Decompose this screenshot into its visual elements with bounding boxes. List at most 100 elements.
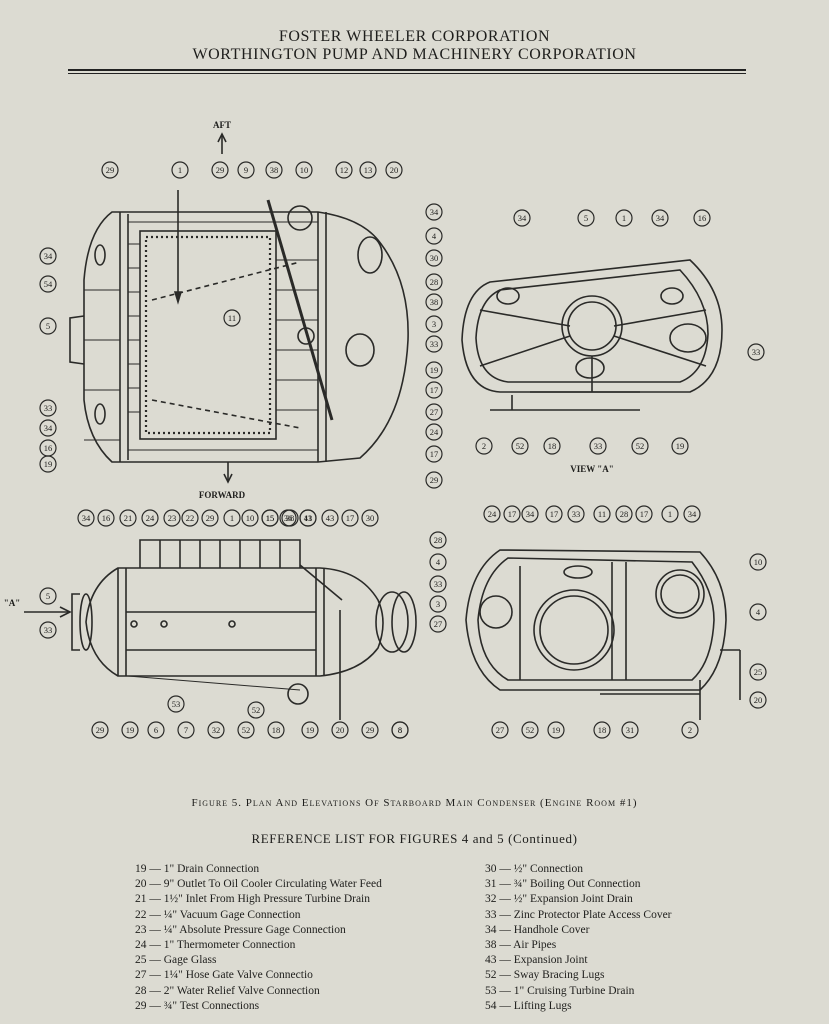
callout-circle bbox=[491, 721, 509, 739]
callout-number: 34 bbox=[430, 207, 439, 217]
callout-number: 17 bbox=[550, 509, 559, 519]
callout-circle bbox=[163, 509, 181, 527]
callout-circle bbox=[543, 437, 561, 455]
callout-number: 10 bbox=[246, 513, 255, 523]
callout-circle bbox=[101, 161, 119, 179]
callout-number: 22 bbox=[186, 513, 195, 523]
callout-number: 38 bbox=[270, 165, 279, 175]
reference-item: 43 — Expansion Joint bbox=[485, 954, 588, 967]
callout-circle bbox=[425, 293, 443, 311]
callout-number: 17 bbox=[430, 385, 439, 395]
reference-list-title: REFERENCE LIST FOR FIGURES 4 and 5 (Cont… bbox=[251, 831, 578, 846]
callout-circle bbox=[335, 161, 353, 179]
callout-circle bbox=[321, 509, 339, 527]
callout-number: 29 bbox=[216, 165, 225, 175]
callout-number: 28 bbox=[434, 535, 443, 545]
callout-circle bbox=[429, 575, 447, 593]
callout-number: 34 bbox=[526, 509, 535, 519]
callout-number: 18 bbox=[548, 441, 557, 451]
plan-ribs bbox=[84, 221, 318, 451]
view-a bbox=[461, 259, 723, 411]
callout-number: 33 bbox=[752, 347, 761, 357]
callout-circle bbox=[593, 721, 611, 739]
reference-item: 22 — ¼" Vacuum Gage Connection bbox=[135, 908, 301, 921]
callout-number: 4 bbox=[432, 231, 437, 241]
callout-number: 33 bbox=[434, 579, 443, 589]
callout-number: 3 bbox=[436, 599, 440, 609]
callout-circle bbox=[77, 509, 95, 527]
callout-circle bbox=[545, 505, 563, 523]
callout-number: 1 bbox=[230, 513, 234, 523]
callout-number: 5 bbox=[584, 213, 588, 223]
callout-circle bbox=[425, 445, 443, 463]
callout-number: 3 bbox=[432, 319, 436, 329]
callout-circle bbox=[237, 721, 255, 739]
callout-number: 9 bbox=[244, 165, 248, 175]
callout-number: 34 bbox=[656, 213, 665, 223]
callout-number: 11 bbox=[598, 509, 606, 519]
callout-number: 29 bbox=[430, 475, 439, 485]
callout-number: 19 bbox=[44, 459, 53, 469]
callout-number: 25 bbox=[754, 667, 763, 677]
aft-label: AFT bbox=[213, 120, 231, 130]
callout-circle bbox=[201, 509, 219, 527]
reference-item: 29 — ¾" Test Connections bbox=[135, 999, 260, 1012]
reference-item: 31 — ¾" Boiling Out Connection bbox=[485, 878, 641, 891]
callout-circle bbox=[671, 437, 689, 455]
callout-circle bbox=[39, 455, 57, 473]
callout-circle bbox=[425, 361, 443, 379]
callout-circle bbox=[693, 209, 711, 227]
callout-number: 5 bbox=[46, 591, 50, 601]
callout-circle bbox=[39, 621, 57, 639]
callout-number: 7 bbox=[184, 725, 188, 735]
callout-circle bbox=[621, 721, 639, 739]
callout-number: 34 bbox=[688, 509, 697, 519]
callout-circle bbox=[425, 335, 443, 353]
callout-circle bbox=[299, 509, 317, 527]
reference-item: 54 — Lifting Lugs bbox=[485, 999, 572, 1012]
callout-number: 11 bbox=[304, 513, 312, 523]
callout-circle bbox=[577, 209, 595, 227]
callout-number: 17 bbox=[640, 509, 649, 519]
callout-number: 29 bbox=[366, 725, 375, 735]
callout-circle bbox=[749, 663, 767, 681]
callout-circle bbox=[651, 209, 669, 227]
callout-circle bbox=[425, 403, 443, 421]
callout-circle bbox=[119, 509, 137, 527]
callout-number: 1 bbox=[622, 213, 626, 223]
callout-circle bbox=[513, 209, 531, 227]
callout-number: 34 bbox=[44, 251, 53, 261]
callout-circle bbox=[267, 721, 285, 739]
view-a-label: VIEW "A" bbox=[570, 464, 614, 474]
callout-circle bbox=[429, 595, 447, 613]
callout-circle bbox=[749, 603, 767, 621]
callout-number: 36 bbox=[284, 513, 293, 523]
callout-circle bbox=[429, 531, 447, 549]
end-elevation bbox=[465, 549, 741, 720]
callout-number: 10 bbox=[300, 165, 309, 175]
callout-circle bbox=[429, 615, 447, 633]
callout-number: 31 bbox=[626, 725, 635, 735]
reference-item: 32 — ½" Expansion Joint Drain bbox=[485, 893, 633, 906]
callout-number: 34 bbox=[44, 423, 53, 433]
callout-circle bbox=[207, 721, 225, 739]
callout-circle bbox=[425, 273, 443, 291]
callout-number: 29 bbox=[106, 165, 115, 175]
callout-circle bbox=[683, 505, 701, 523]
reference-item: 52 — Sway Bracing Lugs bbox=[485, 969, 605, 982]
callout-number: 52 bbox=[526, 725, 535, 735]
reference-item: 27 — 1¼" Hose Gate Valve Connectio bbox=[135, 969, 313, 982]
callout-number: 17 bbox=[346, 513, 355, 523]
callout-number: 20 bbox=[390, 165, 399, 175]
callout-circle bbox=[661, 505, 679, 523]
callout-circle bbox=[749, 691, 767, 709]
callout-circle bbox=[547, 721, 565, 739]
reference-item: 28 — 2" Water Relief Valve Connection bbox=[135, 984, 320, 997]
condenser-drawings: 2912993810121320344302838333191727241729… bbox=[4, 120, 767, 739]
callout-number: 8 bbox=[398, 725, 402, 735]
callout-number: 13 bbox=[364, 165, 373, 175]
callout-number: 24 bbox=[488, 509, 497, 519]
header-rule-thin bbox=[68, 73, 746, 74]
reference-item: 30 — ½" Connection bbox=[485, 863, 583, 875]
callout-number: 19 bbox=[552, 725, 561, 735]
